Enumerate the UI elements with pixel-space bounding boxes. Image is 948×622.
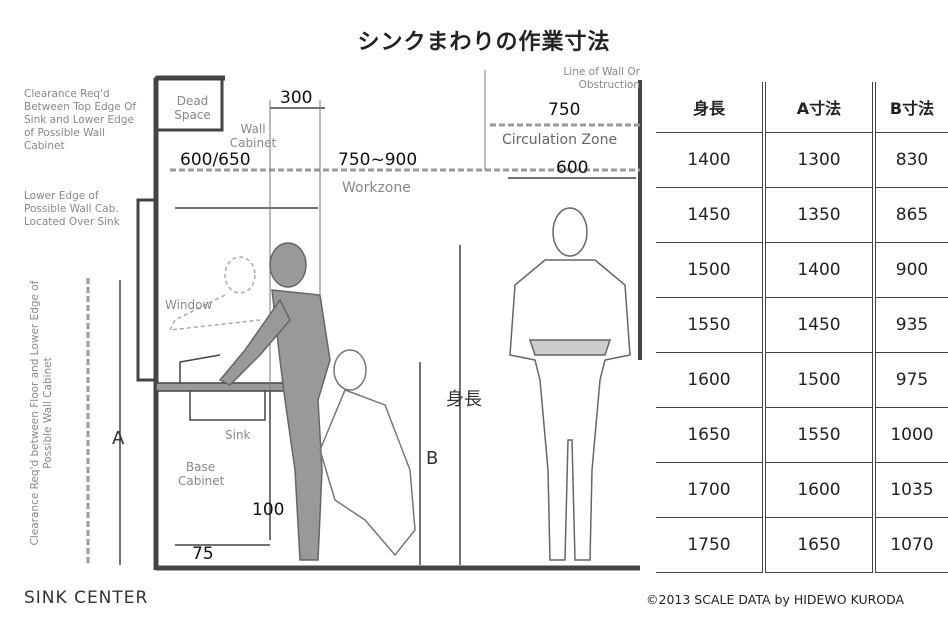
cell-height: 1750 [656, 517, 766, 573]
person-crouching [319, 349, 416, 557]
cell-b: 1035 [874, 462, 948, 518]
person-cooking [218, 242, 331, 561]
person-front [509, 207, 631, 561]
label-dead-space: Dead Space [174, 94, 211, 122]
cell-a: 1450 [764, 297, 876, 353]
cell-height: 1700 [656, 462, 766, 518]
cell-a: 1300 [764, 132, 876, 188]
dim-100: 100 [252, 500, 285, 520]
countertop [155, 382, 285, 392]
header-b: B寸法 [874, 82, 948, 133]
dim-600-650: 600/650 [180, 150, 251, 170]
sink-bowl [189, 391, 266, 421]
label-wall-cabinet: Wall Cabinet [229, 122, 277, 150]
cell-height: 1550 [656, 297, 766, 353]
note-lower-edge: Lower Edge of Possible Wall Cab. Located… [24, 190, 120, 228]
window-frame [136, 198, 158, 382]
cell-b: 865 [874, 187, 948, 243]
cell-a: 1350 [764, 187, 876, 243]
cell-a: 1500 [764, 352, 876, 408]
cell-b: 975 [874, 352, 948, 408]
header-height: 身長 [656, 82, 766, 133]
dim-300: 300 [280, 88, 313, 108]
label-workzone: Workzone [342, 180, 411, 196]
cell-height: 1600 [656, 352, 766, 408]
note-clearance-floor: Clearance Req'd between Floor and Lower … [29, 280, 54, 546]
cell-b: 1000 [874, 407, 948, 463]
label-window: Window [165, 298, 213, 312]
label-height: 身長 [446, 389, 482, 410]
cell-a: 1650 [764, 517, 876, 573]
cell-height: 1400 [656, 132, 766, 188]
label-b: B [426, 448, 439, 469]
dim-75: 75 [192, 544, 214, 564]
dim-600: 600 [556, 158, 589, 178]
cell-a: 1550 [764, 407, 876, 463]
cell-b: 935 [874, 297, 948, 353]
cell-height: 1500 [656, 242, 766, 298]
label-sink: Sink [225, 428, 251, 442]
cell-b: 900 [874, 242, 948, 298]
dim-750: 750 [548, 100, 581, 120]
cell-height: 1650 [656, 407, 766, 463]
cell-b: 830 [874, 132, 948, 188]
footer-copyright: ©2013 SCALE DATA by HIDEWO KURODA [646, 592, 905, 607]
person-ghost [168, 256, 261, 331]
label-a: A [112, 428, 125, 449]
note-clearance-top: Clearance Req'd Between Top Edge Of Sink… [24, 88, 137, 152]
table-header-row: 身長 A寸法 B寸法 [656, 82, 948, 133]
label-circulation-zone: Circulation Zone [502, 132, 618, 148]
dim-750-900: 750~900 [338, 150, 418, 170]
label-base-cabinet: Base Cabinet [178, 460, 225, 488]
header-a: A寸法 [764, 82, 876, 133]
faucet [179, 354, 221, 383]
diagram-title: シンクまわりの作業寸法 [357, 30, 611, 55]
cell-b: 1070 [874, 517, 948, 573]
cell-height: 1450 [656, 187, 766, 243]
footer-sink-center: SINK CENTER [24, 588, 149, 608]
cell-a: 1400 [764, 242, 876, 298]
cell-a: 1600 [764, 462, 876, 518]
note-line-of-wall: Line of Wall Or Obstruction [563, 66, 640, 91]
